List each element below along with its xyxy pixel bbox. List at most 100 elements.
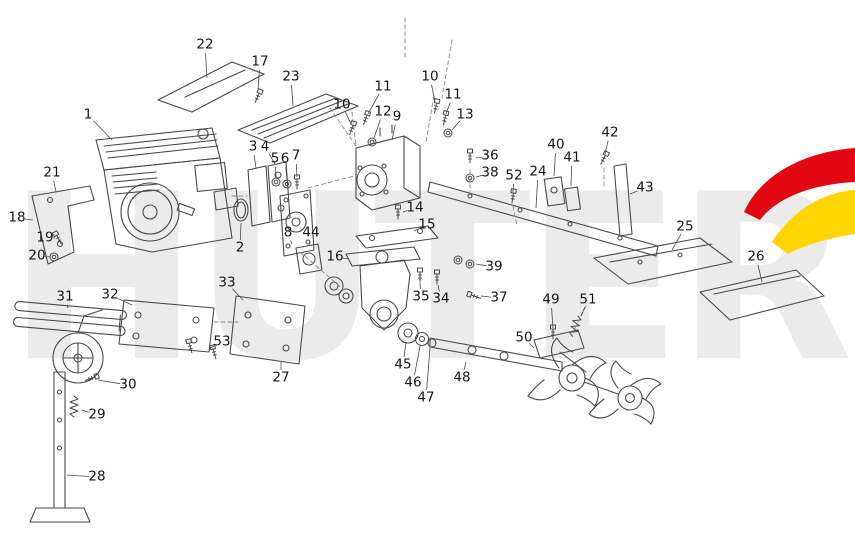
leader-line-23 [291, 84, 294, 107]
leader-line-11 [367, 93, 380, 115]
assembly-guide-lines [213, 17, 605, 331]
leader-line-51 [580, 307, 586, 317]
leader-line-4 [268, 153, 276, 165]
part-label-41: 41 [563, 149, 581, 166]
leader-line-6 [285, 166, 288, 181]
gasket-plate-stack [233, 161, 315, 257]
cover-plate-22 [157, 61, 265, 113]
part-label-37: 37 [490, 289, 508, 306]
part-label-12: 12 [374, 103, 392, 120]
watermark-text: HUTER [6, 146, 853, 413]
engine [95, 127, 239, 253]
part-label-25: 25 [676, 218, 694, 235]
part-label-9: 9 [392, 108, 402, 125]
leader-line-47 [426, 347, 431, 391]
leader-line-39 [475, 263, 487, 267]
leader-line-26 [757, 264, 763, 283]
logo-yellow-swoosh [772, 190, 855, 254]
leader-line-10 [345, 112, 352, 125]
part-label-44: 44 [302, 224, 320, 241]
leader-line-34 [437, 284, 440, 292]
leader-line-32 [117, 297, 133, 306]
leader-line-33 [232, 288, 244, 301]
part-label-1: 1 [83, 106, 93, 123]
part-label-53: 53 [213, 333, 231, 350]
cover-plate-23 [237, 93, 359, 144]
leader-line-2 [239, 222, 242, 241]
leader-line-46 [414, 345, 421, 376]
leader-line-28 [66, 474, 90, 477]
leader-line-31 [66, 304, 69, 309]
leader-line-13 [451, 120, 461, 131]
part-label-11: 11 [444, 86, 462, 103]
part-label-3: 3 [248, 138, 258, 155]
leader-line-9 [391, 124, 396, 141]
leader-line-21 [53, 180, 57, 193]
part-label-50: 50 [515, 329, 533, 346]
part-label-17: 17 [251, 53, 269, 70]
part-label-23: 23 [282, 68, 300, 85]
part-label-38: 38 [481, 164, 499, 181]
tine-assembly-left [527, 337, 607, 407]
leader-line-7 [295, 163, 298, 178]
leader-line-16 [342, 257, 350, 260]
depth-stake [29, 371, 91, 523]
leader-line-30 [97, 379, 121, 385]
transport-wheel [52, 309, 104, 384]
drive-shaft [429, 337, 563, 372]
part-label-10: 10 [333, 96, 351, 113]
leader-line-8 [290, 240, 293, 245]
part-label-14: 14 [406, 199, 424, 216]
guard-plate-25 [593, 237, 733, 285]
leader-line-53 [209, 345, 216, 349]
part-label-42: 42 [601, 124, 619, 141]
leader-line-10 [431, 84, 436, 103]
mount-bracket-27 [229, 295, 306, 365]
tine-assembly-right [583, 360, 662, 425]
leader-line-36 [475, 156, 483, 159]
brand-logo [744, 148, 855, 254]
leader-line-22 [205, 52, 208, 79]
leader-line-42 [604, 140, 609, 155]
leader-line-5 [275, 166, 277, 179]
part-label-39: 39 [485, 258, 503, 275]
part-label-24: 24 [529, 163, 547, 180]
part-label-5: 5 [270, 150, 280, 167]
mount-plate-32 [118, 299, 215, 353]
leader-line-52 [512, 183, 514, 193]
leader-line-11 [445, 102, 451, 115]
transmission-housing [295, 225, 439, 348]
leader-line-37 [480, 295, 492, 298]
part-label-18: 18 [8, 209, 26, 226]
part-label-16: 16 [326, 248, 344, 265]
part-label-29: 29 [88, 406, 106, 423]
leader-line-45 [403, 341, 407, 358]
leader-line-14 [402, 210, 408, 213]
leader-line-3 [253, 154, 257, 169]
guard-plate-26 [699, 269, 825, 321]
leader-line-12 [373, 119, 381, 139]
part-label-26: 26 [747, 248, 765, 265]
leader-line-17 [257, 69, 260, 91]
logo-red-swoosh [744, 148, 855, 220]
part-label-52: 52 [505, 167, 523, 184]
part-label-46: 46 [404, 374, 422, 391]
leader-line-38 [475, 174, 483, 178]
leader-line-1 [93, 120, 113, 141]
part-label-28: 28 [88, 468, 106, 485]
part-label-11: 11 [374, 78, 392, 95]
part-label-8: 8 [283, 224, 293, 241]
part-label-35: 35 [412, 288, 430, 305]
part-label-45: 45 [394, 356, 412, 373]
leader-line-49 [551, 307, 554, 329]
part-label-31: 31 [56, 288, 74, 305]
handlebar [12, 300, 128, 337]
part-label-19: 19 [36, 229, 54, 246]
part-label-36: 36 [481, 147, 499, 164]
gearbox-housing [355, 124, 421, 211]
part-label-51: 51 [579, 291, 597, 308]
part-label-15: 15 [418, 216, 436, 233]
